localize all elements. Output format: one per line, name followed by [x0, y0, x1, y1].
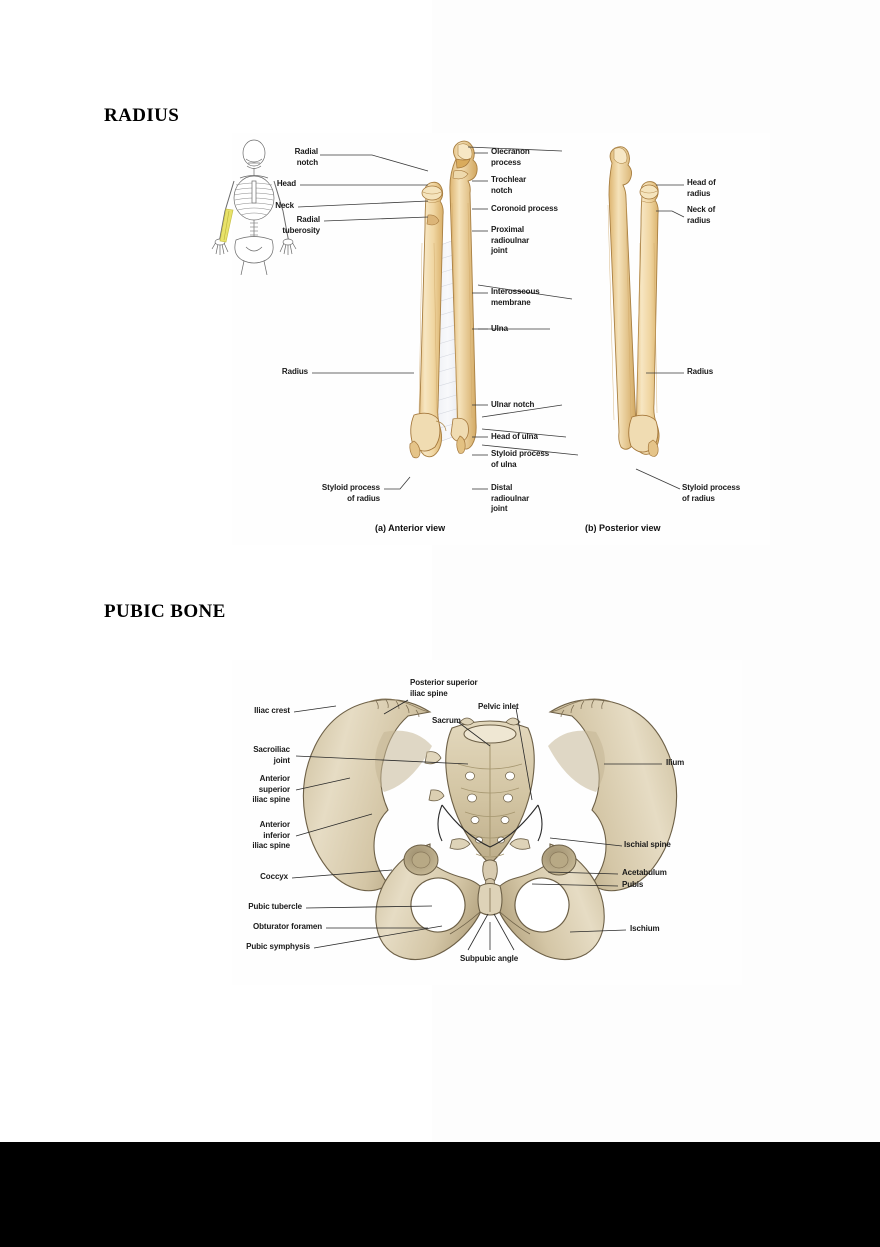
label-pubic-symphysis: Pubic symphysis [246, 942, 310, 951]
label-ischium: Ischium [630, 924, 660, 933]
pelvis-figure: Iliac crest Sacroiliac joint Anterior su… [232, 660, 742, 985]
page-title-pubic-bone: PUBIC BONE [104, 601, 226, 622]
label-iliac-crest: Iliac crest [254, 706, 290, 715]
radius-figure: Radial notch Head Neck Radial tuberosity… [211, 133, 770, 545]
radius-ulna-posterior-illustration [607, 146, 660, 457]
pelvis-illustration [302, 698, 678, 961]
bottom-black-band [0, 1142, 880, 1247]
label-head-of-ulna: Head of ulna [491, 432, 538, 441]
label-sacrum: Sacrum [432, 716, 461, 725]
radius-ulna-anterior-illustration [409, 140, 478, 459]
label-styloid-process-radius-posterior: Styloid process of radius [682, 483, 741, 503]
label-styloid-process-radius-anterior: Styloid process of radius [321, 483, 380, 503]
label-subpubic-angle: Subpubic angle [460, 954, 519, 963]
label-styloid-process-ulna: Styloid process of ulna [491, 449, 550, 469]
label-radius-posterior: Radius [687, 367, 714, 376]
label-interosseous-membrane: Interosseous membrane [491, 287, 540, 307]
label-ischial-spine: Ischial spine [624, 840, 671, 849]
label-ilium: Ilium [666, 758, 685, 767]
label-neck: Neck [275, 201, 294, 210]
label-anterior-superior-iliac-spine: Anterior superior iliac spine [252, 774, 290, 804]
label-olecranon-process: Olecranon process [491, 147, 530, 167]
skeleton-locator-icon [211, 139, 297, 275]
label-sacroiliac-joint: Sacroiliac joint [253, 745, 290, 765]
label-posterior-superior-iliac-spine: Posterior superior iliac spine [410, 678, 478, 698]
label-trochlear-notch: Trochlear notch [491, 175, 527, 195]
caption-posterior-view: (b) Posterior view [585, 523, 661, 533]
label-anterior-inferior-iliac-spine: Anterior inferior iliac spine [252, 820, 290, 850]
label-head: Head [276, 179, 296, 188]
label-radial-notch: Radial notch [294, 147, 319, 167]
label-neck-of-radius: Neck of radius [687, 205, 716, 225]
label-proximal-radioulnar-joint: Proximal radioulnar joint [491, 225, 530, 255]
label-pubis: Pubis [622, 880, 644, 889]
label-ulna: Ulna [491, 324, 508, 333]
label-ulnar-notch: Ulnar notch [491, 400, 535, 409]
label-pelvic-inlet: Pelvic inlet [478, 702, 519, 711]
label-distal-radioulnar-joint: Distal radioulnar joint [491, 483, 530, 513]
label-pubic-tubercle: Pubic tubercle [248, 902, 302, 911]
page-title-radius: RADIUS [104, 105, 180, 126]
label-head-of-radius: Head of radius [687, 178, 716, 198]
label-coronoid-process: Coronoid process [491, 204, 558, 213]
label-coccyx: Coccyx [260, 872, 288, 881]
caption-anterior-view: (a) Anterior view [375, 523, 446, 533]
label-obturator-foramen: Obturator foramen [253, 922, 322, 931]
forearm-highlight [219, 208, 234, 243]
document-page: RADIUS [104, 105, 770, 985]
label-acetabulum: Acetabulum [622, 868, 667, 877]
label-radial-tuberosity: Radial tuberosity [282, 215, 320, 235]
label-radius-anterior: Radius [281, 367, 308, 376]
